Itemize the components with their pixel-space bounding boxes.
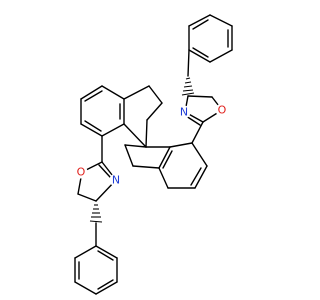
svg-text:O: O [218, 104, 227, 117]
atom-label-n-lower: N [109, 173, 123, 187]
svg-text:N: N [180, 106, 188, 119]
lower-stereo-hash-bond [89, 204, 103, 223]
chemical-structure: N O N O [74, 14, 233, 295]
right-indane-unit [124, 142, 208, 189]
upper-stereo-hash-bond [181, 77, 195, 96]
lower-phenyl-ring [74, 245, 118, 295]
svg-text:N: N [112, 174, 120, 187]
upper-benzyl-linker [181, 49, 195, 96]
atom-label-n-upper: N [177, 105, 191, 119]
atom-label-o-upper: O [215, 103, 229, 117]
upper-phenyl-ring [188, 14, 233, 63]
left-indane-unit [80, 85, 163, 148]
svg-text:O: O [77, 166, 86, 179]
atom-label-o-lower: O [74, 165, 88, 179]
lower-benzyl-linker [89, 204, 103, 247]
upper-biaryl-bond [191, 121, 204, 144]
